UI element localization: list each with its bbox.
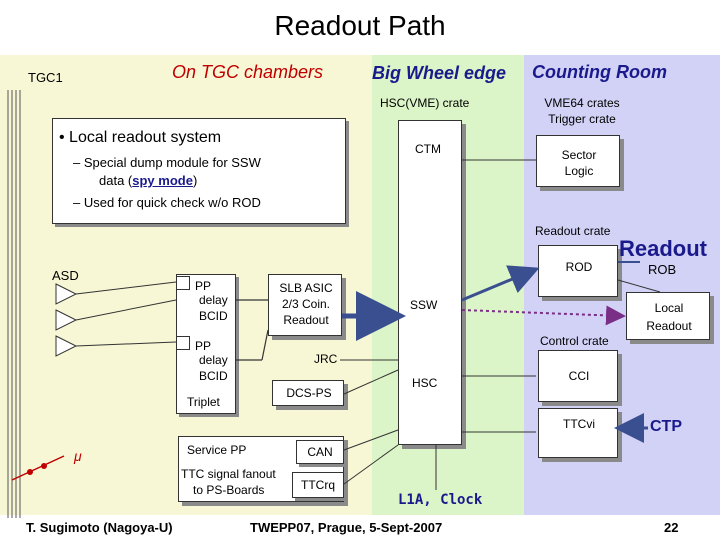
slb-line2: 2/3 Coin. — [281, 297, 331, 311]
rob-label: ROB — [648, 262, 677, 277]
dcs-ps-label: DCS-PS — [286, 386, 332, 400]
local-readout-line1: – Special dump module for SSW — [73, 155, 261, 170]
cci-label: CCI — [568, 369, 590, 383]
dcs-ps-box: DCS-PS — [272, 380, 344, 406]
local-readout-line3: – Used for quick check w/o ROD — [73, 195, 261, 210]
slb-line1: SLB ASIC — [279, 281, 333, 295]
tgc1-label: TGC1 — [28, 70, 63, 85]
service-pp-label: Service PP — [187, 443, 247, 457]
tgc-chamber-lines — [7, 90, 21, 518]
l1a-clock-label: L1A, Clock — [398, 492, 483, 508]
footer-event: TWEPP07, Prague, 5-Sept-2007 — [250, 520, 443, 535]
sector-logic-line2: Logic — [564, 164, 594, 178]
local-readout-bullet: • Local readout system — [59, 129, 222, 146]
pp2-chip — [176, 336, 190, 350]
line2-post: ) — [192, 173, 198, 188]
ctm-label: CTM — [415, 142, 441, 156]
local-readout-callout: • Local readout system – Special dump mo… — [52, 118, 346, 224]
local-readout-line1-box: Local — [654, 301, 684, 315]
pp1-chip — [176, 276, 190, 290]
cci-box: CCI — [538, 350, 618, 402]
local-readout-box: Local Readout — [626, 292, 710, 340]
ttcvi-box: TTCvi — [538, 408, 618, 458]
slb-asic-box: SLB ASIC 2/3 Coin. Readout — [268, 274, 342, 336]
can-box: CAN — [296, 440, 344, 464]
big-wheel-header: Big Wheel edge — [372, 63, 507, 83]
on-tgc-header: On TGC chambers — [172, 62, 324, 82]
pp2-line1: PP — [195, 339, 212, 353]
jrc-label: JRC — [314, 352, 338, 366]
rod-box: ROD — [538, 245, 618, 297]
pp1-line3: BCID — [199, 309, 228, 323]
control-crate-label: Control crate — [540, 334, 609, 348]
rod-label: ROD — [565, 260, 593, 274]
counting-room-header: Counting Room — [532, 62, 667, 82]
readout-big-label: Readout — [619, 236, 707, 261]
ssw-label: SSW — [410, 298, 438, 312]
ttcvi-label: TTCvi — [563, 417, 595, 431]
pp1-line1: PP — [195, 279, 212, 293]
triplet-label: Triplet — [187, 395, 220, 409]
trigger-crate-label: Trigger crate — [548, 112, 616, 126]
vme64-crates-label: VME64 crates — [544, 96, 620, 110]
asd-triangles — [55, 283, 78, 357]
local-readout-line2-box: Readout — [646, 319, 692, 333]
ttcrq-box: TTCrq — [292, 472, 344, 498]
readout-crate-label: Readout crate — [535, 224, 611, 238]
local-readout-line2: data (spy mode) — [99, 173, 197, 188]
hsc-label: HSC — [412, 376, 438, 390]
hsc-crate-column — [398, 120, 462, 445]
can-label: CAN — [307, 445, 333, 459]
ttcrq-label: TTCrq — [301, 478, 335, 492]
pp2-line3: BCID — [199, 369, 228, 383]
pp2-line2: delay — [199, 353, 228, 367]
page-title: Readout Path — [274, 10, 446, 41]
line2-pre: data ( — [99, 173, 133, 188]
footer-author: T. Sugimoto (Nagoya-U) — [26, 520, 173, 535]
footer-page-number: 22 — [664, 520, 679, 535]
muon-label: μ — [74, 448, 82, 464]
sector-logic-box: Sector Logic — [536, 135, 620, 187]
ttc-fanout-line2: to PS-Boards — [193, 483, 265, 497]
ctp-label: CTP — [650, 418, 682, 435]
spy-mode-link: spy mode — [132, 173, 193, 188]
asd-label: ASD — [52, 268, 79, 283]
ttc-fanout-line1: TTC signal fanout — [181, 467, 276, 481]
muon-track — [11, 455, 65, 481]
pp1-line2: delay — [199, 293, 228, 307]
slb-line3: Readout — [283, 313, 329, 327]
sector-logic-line1: Sector — [561, 148, 597, 162]
hsc-vme-crate-label: HSC(VME) crate — [380, 96, 470, 110]
